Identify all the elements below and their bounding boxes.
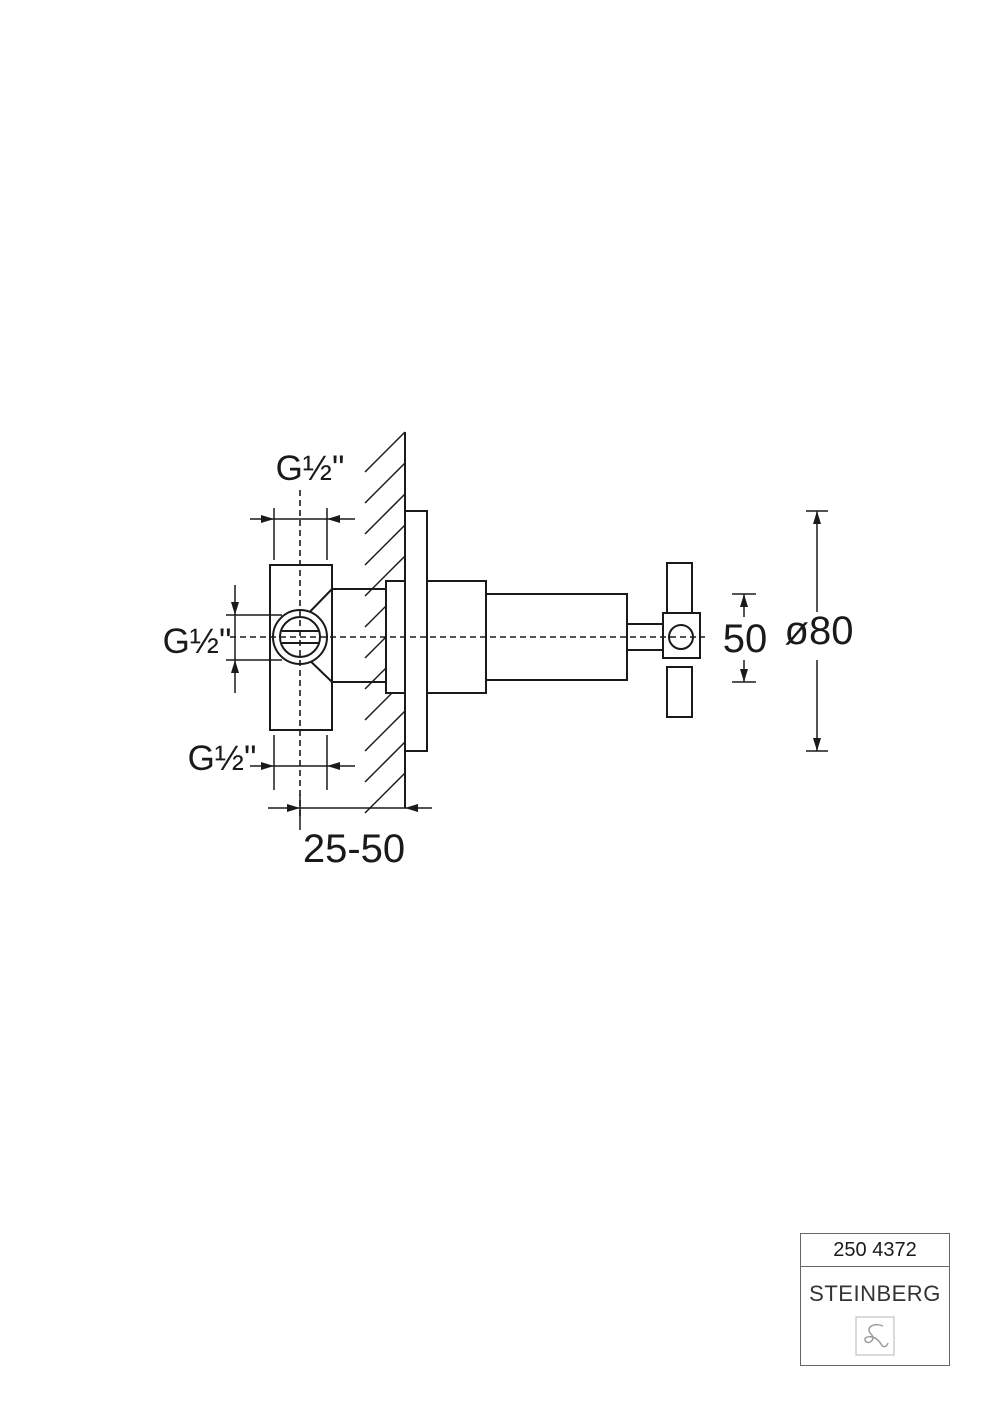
thread-bottom-label: G½" (188, 739, 257, 778)
dim-rosette (806, 510, 828, 752)
wall-hatch-line (364, 741, 406, 783)
wall-hatch-line (364, 710, 406, 752)
thread-top-label: G½" (276, 449, 345, 488)
wall-hatch-line (364, 493, 406, 535)
cross-handle (662, 562, 701, 718)
wall-hatch-line (364, 772, 406, 814)
fitting (385, 510, 665, 752)
center-lines (230, 490, 705, 820)
handle-size-label: 50 (723, 617, 768, 661)
dim-install-depth (268, 795, 432, 830)
dim-thread-bottom (250, 735, 355, 790)
thread-left-label: G½" (163, 622, 232, 661)
brand-name: STEINBERG (809, 1281, 941, 1306)
wall-hatch-line (364, 431, 406, 473)
dim-thread-top (250, 508, 355, 560)
dim-thread-left (226, 585, 282, 693)
wall-hatch-line (364, 462, 406, 504)
wall-hatch-line (364, 524, 406, 566)
article-number: 250 4372 (801, 1234, 949, 1267)
dim-handle (732, 593, 756, 683)
valve-body (269, 564, 387, 731)
steinberg-logo-icon (855, 1316, 895, 1356)
rosette-diameter-label: ø80 (785, 609, 854, 653)
install-depth-label: 25-50 (303, 827, 405, 871)
title-block: 250 4372 STEINBERG (800, 1233, 950, 1366)
